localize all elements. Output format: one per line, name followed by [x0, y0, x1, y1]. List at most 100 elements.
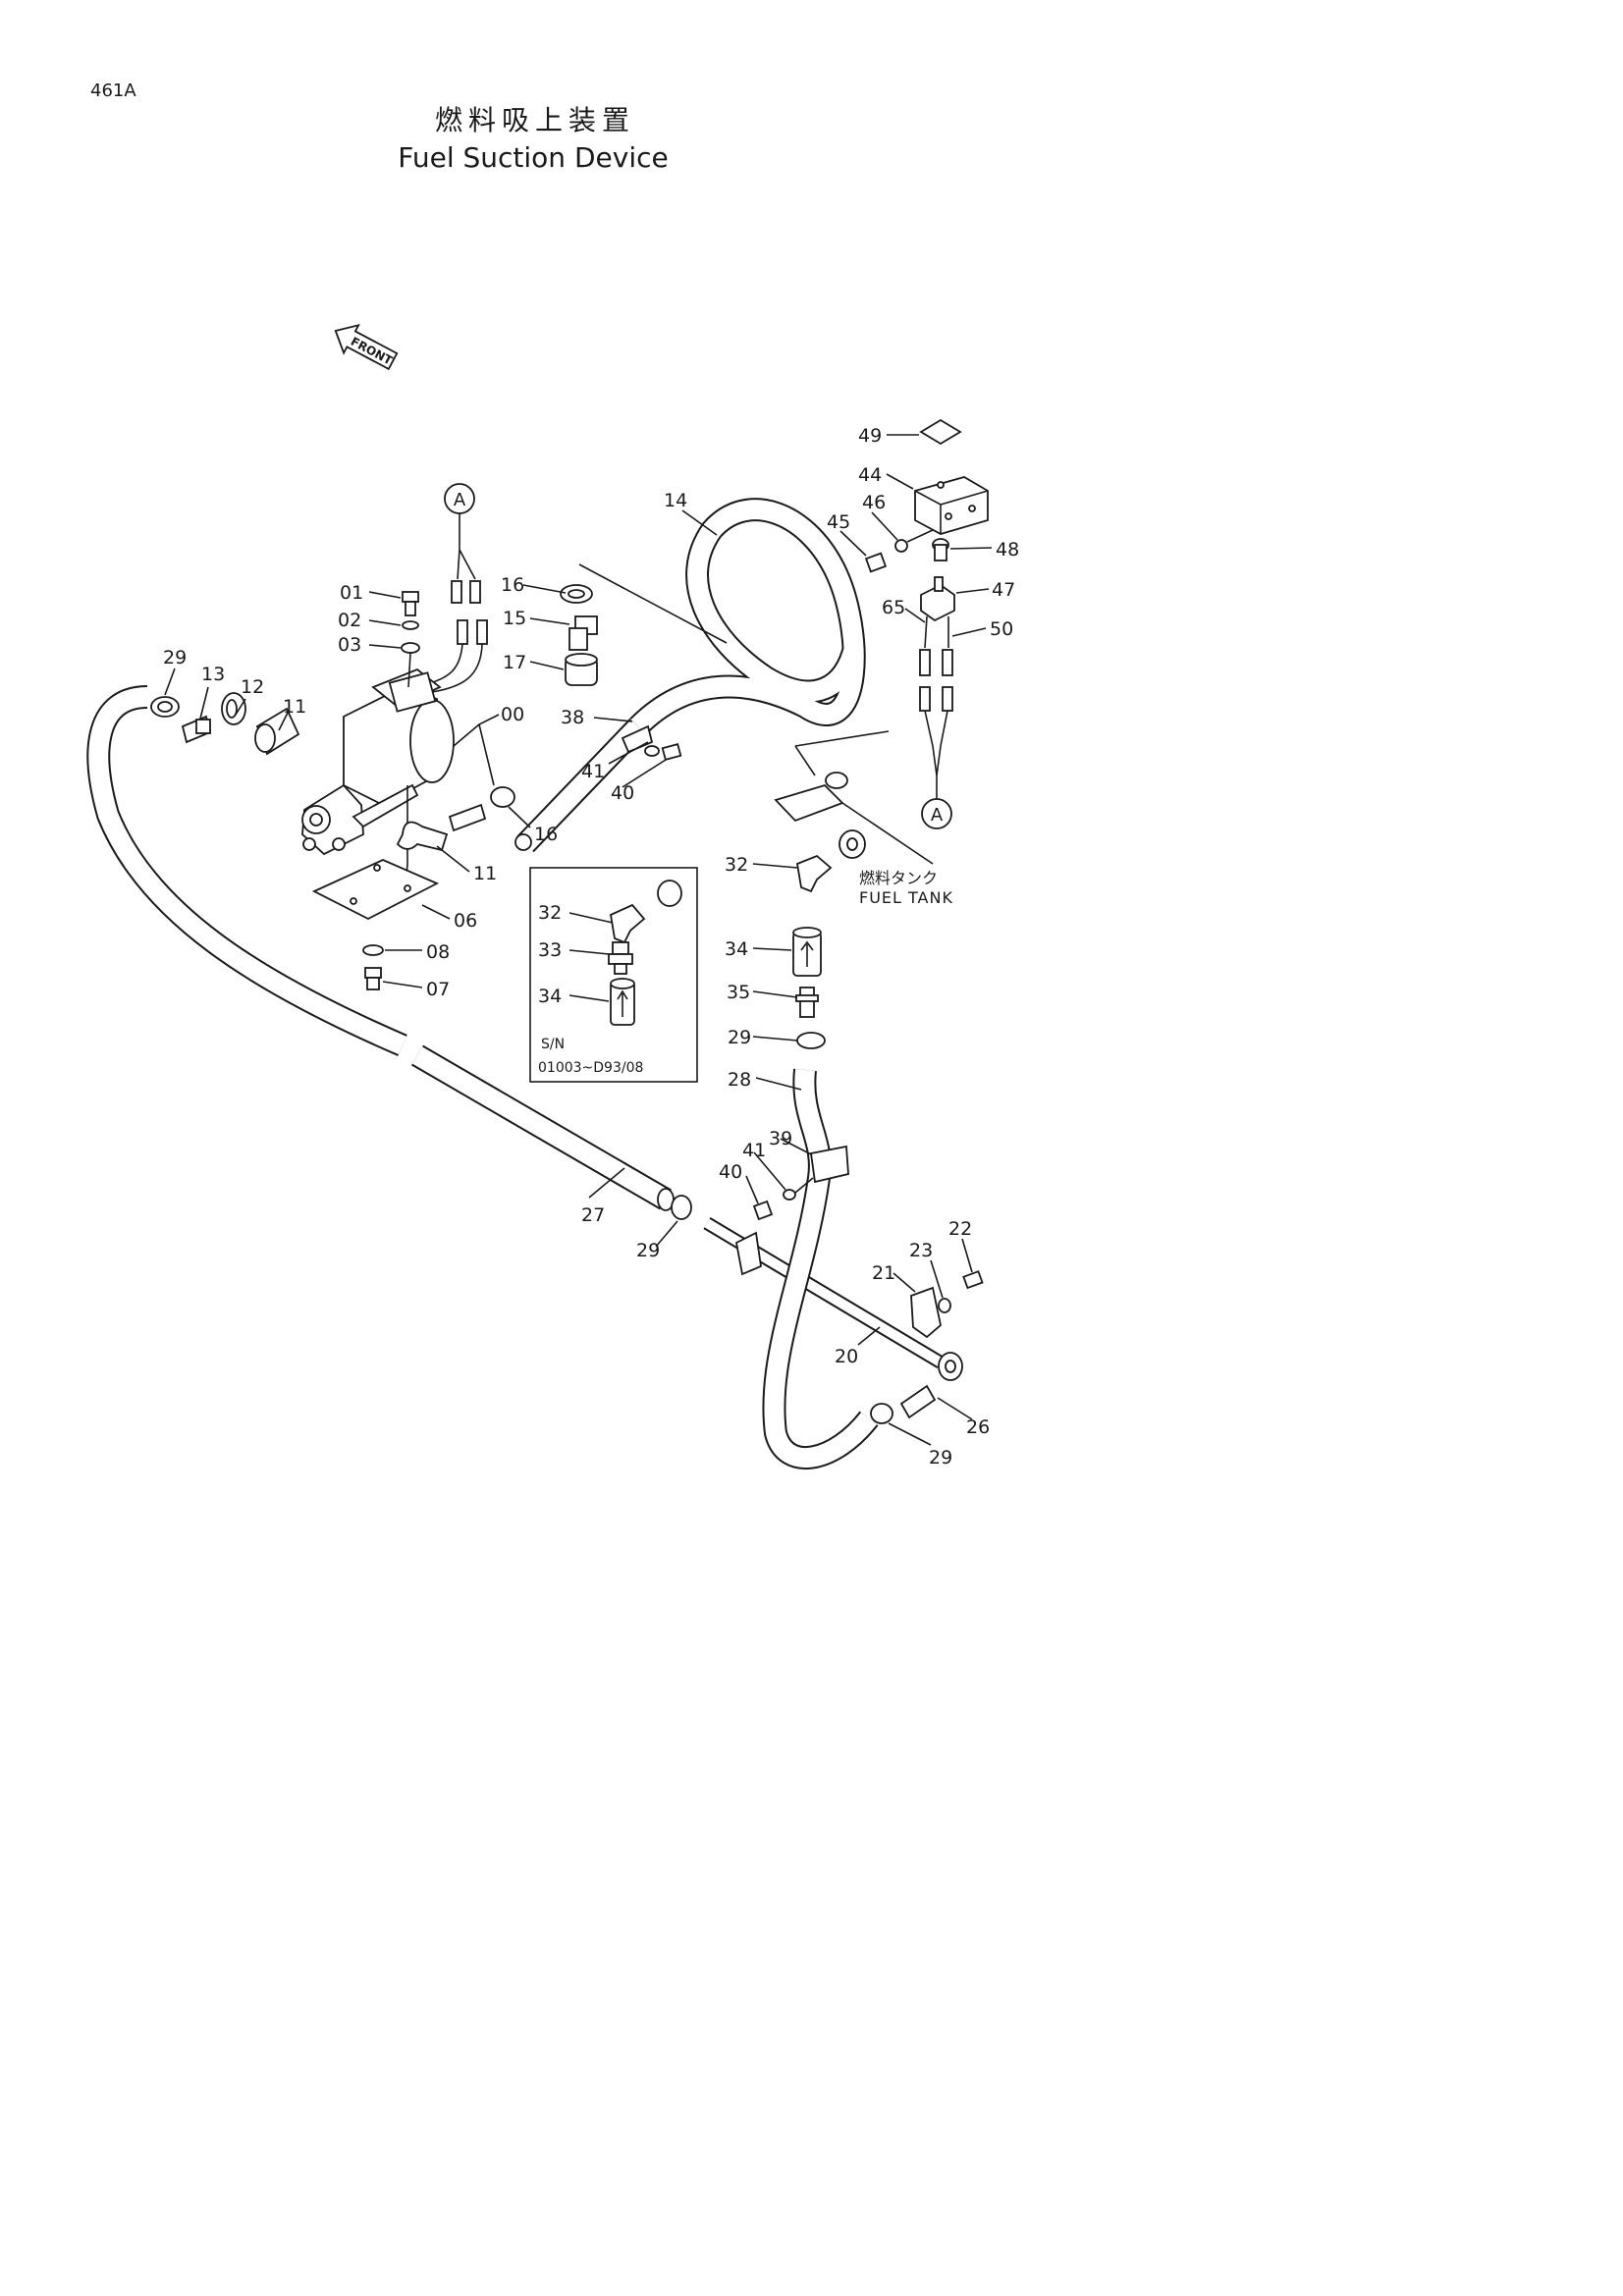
- part-number: 02: [338, 610, 361, 631]
- ref-marker-label: A: [931, 805, 944, 826]
- switch-knob: [932, 538, 949, 561]
- pump-wire-harness: [421, 513, 488, 693]
- serial-label: S/N: [541, 1037, 565, 1052]
- fuel-tank-label-en: FUEL TANK: [859, 888, 953, 907]
- bolt: [752, 1200, 774, 1221]
- part-number: 14: [664, 490, 687, 511]
- part-number: 08: [426, 941, 450, 963]
- washer: [401, 642, 420, 654]
- part-number: 12: [241, 676, 264, 698]
- tank-hose: [762, 1068, 879, 1469]
- part-number: 38: [561, 707, 584, 728]
- parts-diagram-page: 461A 燃料吸上装置 Fuel Suction Device FRONT A …: [0, 0, 1084, 1571]
- hose-clamp: [490, 786, 515, 808]
- part-number: 06: [454, 910, 477, 932]
- check-valve: [792, 927, 822, 977]
- part-number: 48: [996, 539, 1019, 561]
- part-number: 01: [340, 582, 363, 604]
- page-code: 461A: [90, 80, 136, 101]
- pipe-bracket: [734, 1231, 762, 1276]
- part-number: 26: [966, 1416, 990, 1438]
- part-number-labels: 01 02 03 29 13 12 11 00 16 15 17 38 14 4…: [163, 425, 1019, 1468]
- part-number: 65: [882, 597, 905, 618]
- switch-box: [914, 476, 989, 535]
- connector: [568, 615, 598, 651]
- washer: [402, 620, 419, 630]
- hose-nipple: [448, 803, 487, 832]
- part-number: 29: [163, 647, 187, 668]
- hose-nipple: [181, 715, 212, 744]
- part-number: 45: [827, 511, 850, 533]
- part-number: 39: [769, 1128, 792, 1149]
- part-number: 11: [473, 863, 497, 884]
- toggle-switch: [920, 576, 955, 622]
- part-number: 34: [725, 938, 748, 960]
- part-number: 16: [534, 824, 558, 845]
- hose-clamp: [671, 1195, 692, 1220]
- part-number: 16: [501, 574, 524, 596]
- part-number: 33: [538, 939, 562, 961]
- hose-clip: [809, 1145, 849, 1184]
- pipe-clamp: [910, 1286, 942, 1339]
- part-number: 49: [858, 425, 882, 447]
- part-number: 21: [872, 1262, 895, 1284]
- fuel-tank-bracket: [774, 730, 934, 865]
- serial-variant-inset: S/N 01003~D93/08: [529, 867, 698, 1083]
- front-direction-arrow: FRONT: [334, 323, 399, 371]
- ref-marker-label: A: [454, 490, 466, 510]
- bolt: [402, 591, 419, 616]
- inset-elbow: [609, 903, 646, 944]
- washer: [644, 745, 660, 757]
- reference-marker-a-right: A: [921, 798, 952, 829]
- inset-adapter: [608, 941, 633, 975]
- part-number: 32: [538, 902, 562, 924]
- leader-lines: [164, 434, 993, 1446]
- switch-wire-harness: [919, 615, 953, 799]
- suction-hose: [86, 685, 675, 1211]
- part-number: 46: [862, 492, 886, 513]
- part-number: 13: [201, 664, 225, 685]
- hose-nipple: [795, 987, 819, 1018]
- hose-clamp: [150, 696, 180, 718]
- fuel-tank-label-jp: 燃料タンク: [859, 869, 938, 887]
- part-number: 07: [426, 979, 450, 1000]
- part-number: 23: [909, 1240, 933, 1261]
- adapter: [221, 692, 246, 725]
- inset-check-valve: [610, 978, 635, 1026]
- part-number: 29: [636, 1240, 660, 1261]
- part-number: 15: [503, 608, 526, 629]
- part-number: 29: [728, 1027, 751, 1048]
- part-number: 44: [858, 464, 882, 486]
- part-number: 29: [929, 1447, 952, 1468]
- bolt: [364, 967, 382, 990]
- bolt: [962, 1270, 984, 1290]
- part-number: 35: [727, 982, 750, 1003]
- part-number: 20: [835, 1346, 858, 1367]
- title-japanese: 燃料吸上装置: [435, 104, 635, 136]
- part-number: 22: [948, 1218, 972, 1240]
- bolt: [864, 552, 888, 573]
- hose-clamp: [870, 1403, 893, 1424]
- hose-clamp: [796, 1032, 826, 1049]
- washer: [938, 1298, 951, 1313]
- elbow-fitting: [254, 707, 300, 756]
- gasket: [919, 418, 962, 446]
- sleeve: [565, 653, 598, 686]
- part-number: 11: [283, 696, 306, 718]
- outlet-elbow: [396, 821, 449, 852]
- bolt: [661, 743, 682, 761]
- part-number: 17: [503, 652, 526, 673]
- tank-elbow: [795, 829, 866, 893]
- hose-nipple: [899, 1384, 937, 1419]
- part-number: 28: [728, 1069, 751, 1091]
- outlet-hose: [514, 718, 647, 853]
- washer: [783, 1189, 796, 1201]
- serial-range: 01003~D93/08: [538, 1060, 643, 1076]
- coiled-fuel-hose: [629, 498, 866, 735]
- washer: [362, 944, 384, 956]
- part-number: 32: [725, 854, 748, 876]
- title-english: Fuel Suction Device: [398, 141, 668, 174]
- fuel-pump-assembly: [301, 667, 455, 889]
- hose-clip: [621, 724, 654, 754]
- part-number: 27: [581, 1204, 605, 1226]
